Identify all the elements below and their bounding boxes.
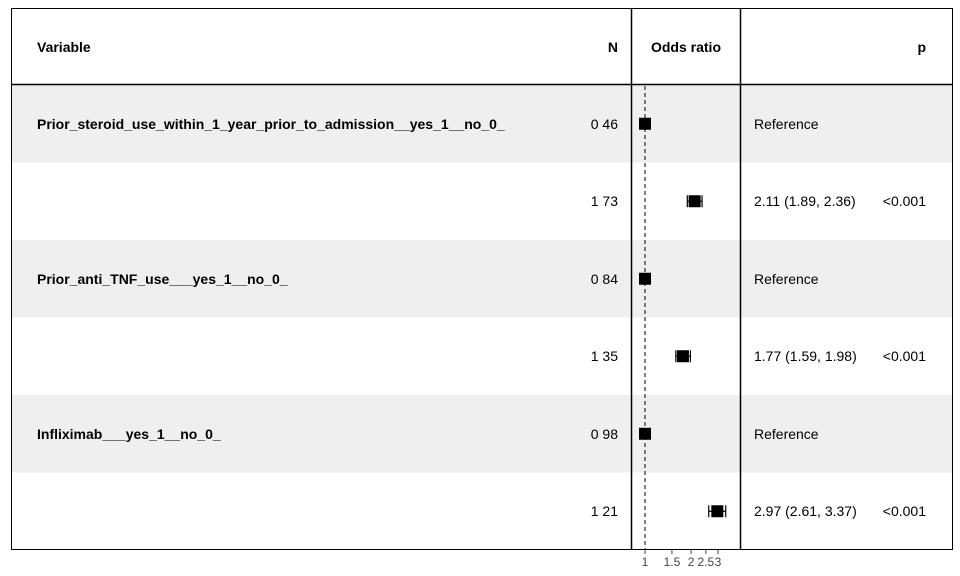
reference-point: [639, 427, 651, 440]
x-tick-label: 2: [687, 555, 695, 569]
header-odds-ratio: Odds ratio: [650, 39, 722, 55]
variable-label: Prior_anti_TNF_use___yes_1__no_0_: [37, 270, 288, 287]
reference-point: [639, 272, 651, 285]
forest-point: [639, 272, 651, 285]
n-value: 0 98: [590, 425, 618, 442]
odds-ratio-ci: Reference: [754, 425, 819, 442]
odds-ratio-ci: Reference: [754, 270, 819, 287]
row-stripe: [12, 85, 952, 163]
row-stripes: [12, 85, 952, 473]
row-stripe: [12, 395, 952, 473]
n-value: 1 73: [590, 193, 618, 210]
odds-ratio-ci: 2.11 (1.89, 2.36): [754, 193, 856, 210]
variable-label: Prior_steroid_use_within_1_year_prior_to…: [37, 115, 505, 132]
n-value: 0 46: [590, 115, 618, 132]
forest-point: [675, 350, 691, 363]
x-tick-label: 1: [641, 555, 649, 569]
reference-point: [639, 117, 651, 130]
x-axis-ticks: [644, 550, 719, 554]
p-value: <0.001: [882, 348, 926, 365]
odds-ratio-point: [688, 195, 701, 208]
odds-ratio-point: [676, 350, 689, 363]
x-tick-label: 2.5: [697, 555, 715, 569]
x-tick-label: 3: [714, 555, 722, 569]
n-value: 1 35: [590, 348, 618, 365]
row-stripe: [12, 240, 952, 318]
odds-ratio-point: [711, 505, 724, 518]
forest-point: [708, 505, 727, 518]
p-value: <0.001: [882, 193, 926, 210]
n-value: 1 21: [590, 503, 618, 520]
odds-ratio-ci: 2.97 (2.61, 3.37): [754, 503, 857, 520]
header-p: p: [917, 39, 926, 55]
odds-ratio-ci: 1.77 (1.59, 1.98): [754, 348, 857, 365]
n-value: 0 84: [590, 270, 618, 287]
header-n: N: [607, 39, 618, 55]
forest-point: [639, 427, 651, 440]
variable-label: Infliximab___yes_1__no_0_: [37, 425, 221, 442]
header-variable: Variable: [37, 39, 91, 55]
x-tick-label: 1.5: [663, 555, 681, 569]
forest-point: [639, 117, 651, 130]
table-border: [11, 8, 953, 550]
forest-marks: [639, 117, 727, 518]
forest-point: [686, 195, 703, 208]
odds-ratio-ci: Reference: [754, 115, 819, 132]
p-value: <0.001: [882, 503, 926, 520]
